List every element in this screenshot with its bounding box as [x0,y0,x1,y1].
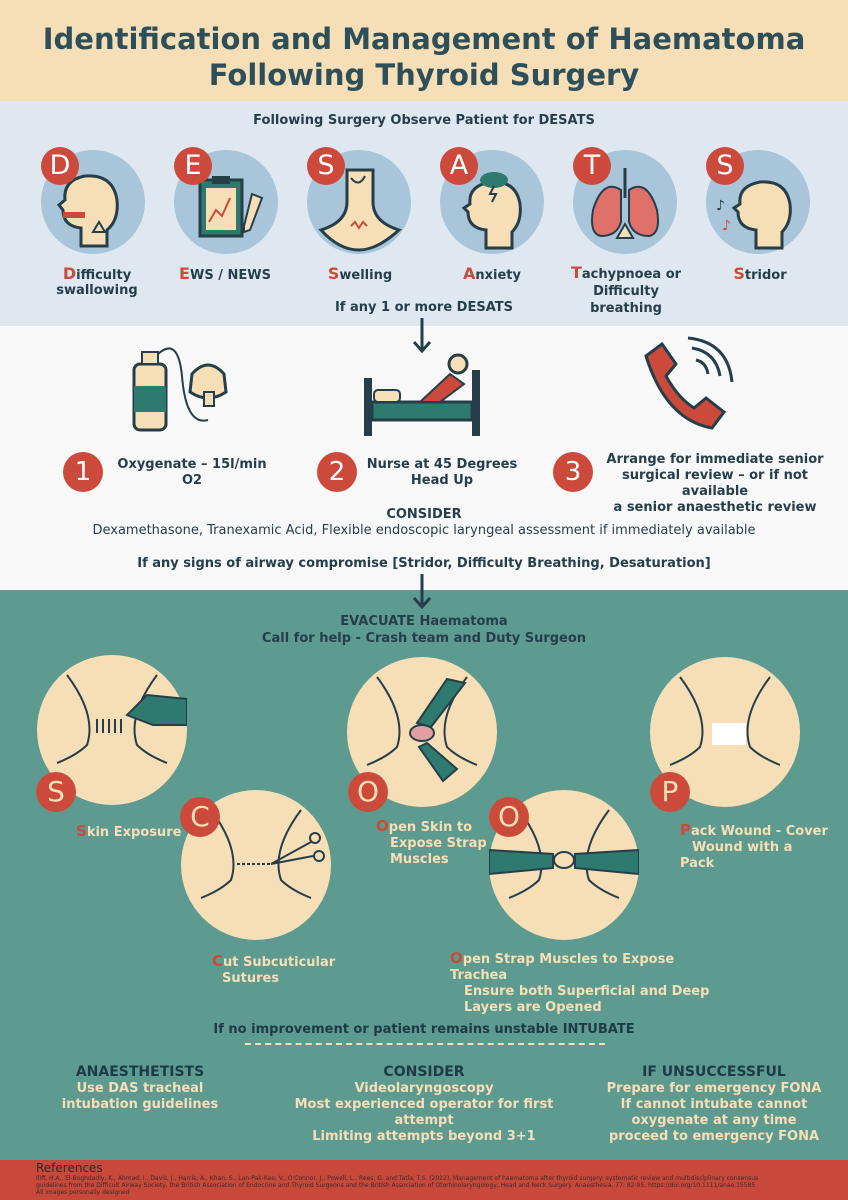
neck-forceps-icon [366,676,478,783]
desats-letter-s2: S [706,147,744,185]
step-number-2: 2 [317,452,357,492]
scoop-letter-c: C [180,797,220,837]
scoop-letter-o2: O [489,797,529,837]
arrow-down-icon-2 [412,574,432,610]
references-footer: References Iliff, H.A., El-Boghdadly, K.… [0,1160,848,1200]
ews-news-circle [174,150,278,254]
references-line3: All images personally designed [36,1189,130,1196]
column-consider-header: CONSIDER [383,1064,465,1080]
neck-retract-icon [488,809,640,899]
desats-label-a: Anxiety [463,264,521,283]
column-unsuccessful-header: IF UNSUCCESSFUL [642,1064,786,1080]
desats-letter-e: E [174,147,212,185]
neck-skin-icon [56,674,188,764]
lungs-icon [591,168,659,239]
arrow-down-icon [412,318,432,354]
title-banner: Identification and Management of Haemato… [0,0,848,101]
desats-label-s: Swelling [327,264,393,283]
page-title-line1: Identification and Management of Haemato… [42,22,806,56]
phone-ringing-icon [644,336,734,430]
column-anaesthetists-header: ANAESTHETISTS [75,1064,205,1080]
svg-text:♪: ♪ [716,198,725,214]
page-title-line2: Following Thyroid Surgery [208,58,640,92]
desats-trigger: If any 1 or more DESATS [334,300,514,315]
open-strap-circle [488,790,640,940]
clipboard-chart-icon [198,176,264,238]
intubate-header: If no improvement or patient remains uns… [213,1022,635,1037]
step-number-1: 1 [63,452,103,492]
hospital-bed-icon [364,353,480,436]
desats-label-d: Difficulty swallowing [56,264,138,298]
neck-scissors-icon [200,809,325,899]
desats-letter-s: S [307,147,345,185]
consider-body: Dexamethasone, Tranexamic Acid, Flexible… [92,523,756,538]
airway-trigger: If any signs of airway compromise [Strid… [137,556,711,571]
references-header: References [36,1161,103,1175]
svg-text:♪: ♪ [722,218,731,234]
desats-label-e: EWS / NEWS [179,264,271,283]
scoop-label-s: Skin Exposure [76,822,182,840]
consider-header: CONSIDER [386,507,462,522]
desats-letter-t: T [573,147,611,185]
head-sound-icon: ♪ ♪ [716,180,792,250]
scoop-letter-s: S [36,772,76,812]
scoop-letter-o: O [348,772,388,812]
desats-letter-d: D [41,147,79,185]
desats-label-s2: Stridor [733,264,787,283]
dashed-divider [245,1043,605,1045]
step-number-3: 3 [553,452,593,492]
scoop-letter-p: P [650,772,690,812]
desats-header: Following Surgery Observe Patient for DE… [253,113,595,128]
desats-letter-a: A [440,147,478,185]
references-line1: Iliff, H.A., El-Boghdadly, K., Ahmad, I.… [36,1175,759,1182]
neck-pack-icon [669,676,781,766]
head-storm-icon [461,172,522,250]
page-title: Identification and Management of Haemato… [0,0,848,93]
oxygen-cylinder-mask-icon [132,347,228,432]
references-line2: guidelines from the Difficult Airway Soc… [36,1182,756,1189]
neck-swelling-icon [318,168,402,252]
head-swallow-icon [56,174,119,248]
